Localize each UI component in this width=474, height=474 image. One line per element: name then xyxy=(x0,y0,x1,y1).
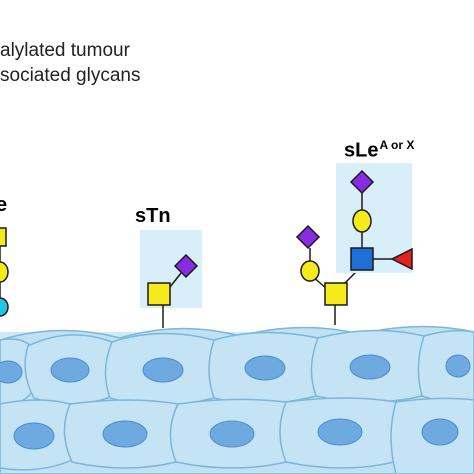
caption: alylated tumour sociated glycans xyxy=(0,38,140,88)
glucose-circle xyxy=(0,297,9,317)
cell-nucleus xyxy=(349,354,391,380)
epithelial-cell-layer xyxy=(0,325,474,474)
glycan-branched xyxy=(295,224,359,325)
cell-nucleus xyxy=(445,354,471,378)
glycan-stn xyxy=(140,230,202,328)
stn-label-text: sTn xyxy=(135,205,171,227)
galactose-square xyxy=(0,227,7,247)
stn-label: sTn xyxy=(135,205,171,228)
caption-line-2: sociated glycans xyxy=(0,65,141,86)
cell-nucleus xyxy=(0,360,23,384)
glycan-left-label-fragment: e xyxy=(0,194,7,216)
glcnac-square xyxy=(350,247,374,271)
galactose-circle xyxy=(0,261,9,283)
fucose-triangle xyxy=(390,247,413,271)
glycan-left-partial: e xyxy=(0,194,9,317)
cell-nucleus xyxy=(244,355,286,381)
cell-nucleus xyxy=(209,420,255,448)
glycan-sle xyxy=(336,163,413,273)
cell-nucleus xyxy=(102,420,148,448)
cell-nucleus xyxy=(421,418,459,446)
sialic-acid-diamond xyxy=(349,169,375,195)
cell-nucleus xyxy=(142,357,184,383)
caption-line-1: alylated tumour xyxy=(0,40,130,61)
cell-nucleus xyxy=(50,357,90,383)
galnac-square xyxy=(324,282,348,306)
cell-nucleus xyxy=(317,418,363,446)
galactose-circle xyxy=(300,260,320,282)
sle-label: sLeA or X xyxy=(344,138,414,163)
galnac-square xyxy=(147,282,171,306)
sialic-acid-diamond xyxy=(295,224,321,250)
sle-label-superscript: A or X xyxy=(379,138,415,152)
sialic-acid-diamond xyxy=(173,253,199,279)
cell-nucleus xyxy=(13,422,55,450)
sle-label-text: sLe xyxy=(344,139,379,162)
galactose-circle xyxy=(352,209,372,233)
